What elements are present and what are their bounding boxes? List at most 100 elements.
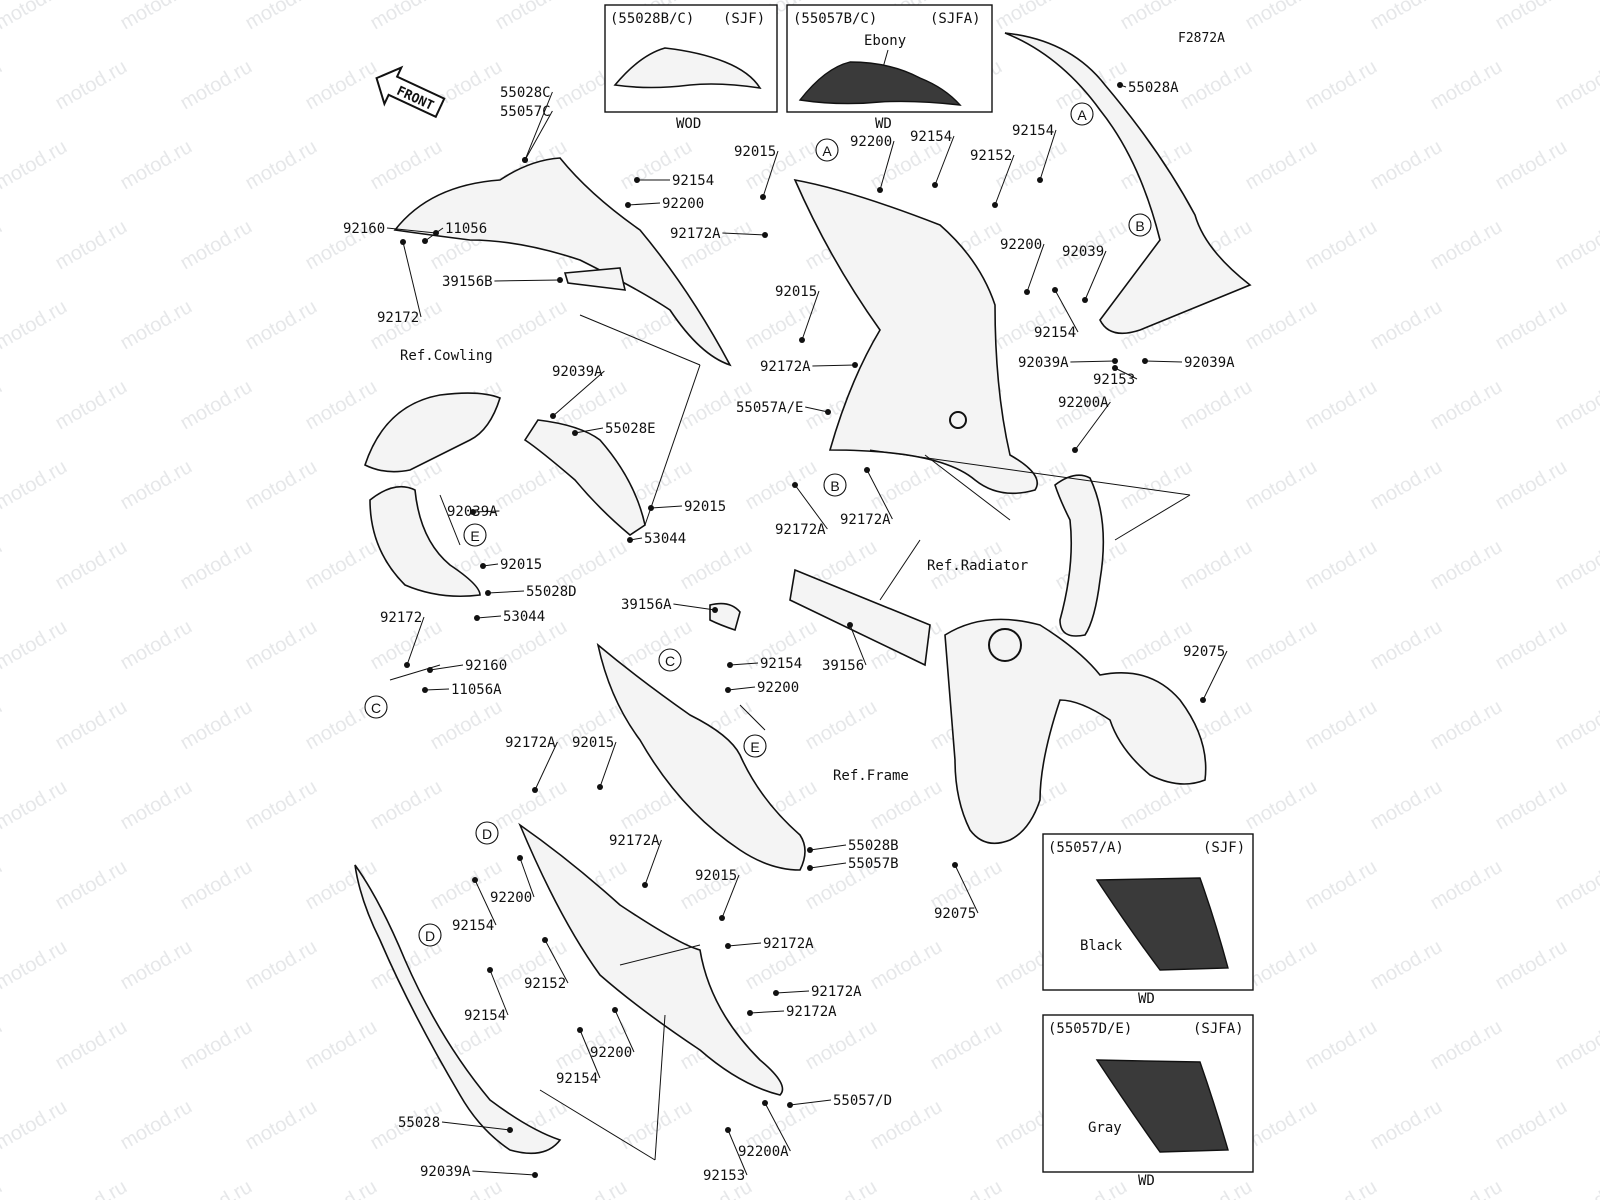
part-number-label: 11056 [445, 221, 487, 237]
fastener-marker [485, 590, 491, 596]
leader-line [775, 990, 810, 994]
reference-marker-circle [475, 821, 499, 845]
part-number-label: 92015 [695, 868, 737, 884]
part-number-label: 92200 [850, 134, 892, 150]
leader-line [954, 864, 979, 914]
fastener-marker [807, 865, 813, 871]
fastener-marker [799, 337, 805, 343]
leader-line [476, 615, 502, 619]
leader-line [424, 688, 450, 691]
watermark-text: motod.ru [0, 216, 6, 275]
reference-marker-circle [823, 473, 847, 497]
watermark-text: motod.ru [992, 136, 1071, 195]
watermark-text: motod.ru [0, 536, 6, 595]
leader-line [721, 874, 740, 919]
watermark-text: motod.ru [1177, 1176, 1256, 1200]
watermark-text: motod.ru [177, 856, 256, 915]
watermark-text: motod.ru [52, 216, 131, 275]
part-number-label: 92039A [552, 364, 603, 380]
fastener-marker [1200, 697, 1206, 703]
part-number-label: 55028D [526, 584, 577, 600]
fastener-marker [627, 537, 633, 543]
leader-line [402, 241, 422, 318]
fastener-marker [612, 1007, 618, 1013]
fastener-marker [1052, 287, 1058, 293]
leader-line [406, 616, 425, 666]
reference-marker-letter: C [665, 653, 675, 669]
part-number-label: 92154 [1012, 123, 1054, 139]
ref-frame-label: Ref.Frame [833, 768, 909, 784]
watermark-text: motod.ru [242, 1096, 321, 1155]
part-number-label: 53044 [503, 609, 545, 625]
fastener-marker [625, 202, 631, 208]
watermark-text: motod.ru [302, 376, 381, 435]
inset-spec: (SJF) [1203, 840, 1245, 856]
part-number-label: 92172A [786, 1004, 837, 1020]
fastener-marker [472, 877, 478, 883]
leader-line [809, 844, 847, 851]
watermark-text: motod.ru [617, 616, 696, 675]
part-number-label: 55028B [848, 838, 899, 854]
leader-line [809, 862, 847, 869]
inset-spec: (SJFA) [930, 11, 981, 27]
watermark-text: motod.ru [117, 1096, 196, 1155]
reference-marker-letter: D [482, 826, 492, 842]
watermark-text: motod.ru [1177, 536, 1256, 595]
part-number-label: 92154 [452, 918, 494, 934]
part-number-label: 92172A [609, 833, 660, 849]
watermark-text: motod.ru [52, 1176, 131, 1200]
watermark-text: motod.ru [867, 936, 946, 995]
watermark-text: motod.ru [242, 616, 321, 675]
part-number-label: 92153 [1093, 372, 1135, 388]
watermark-text: motod.ru [1242, 616, 1321, 675]
fastener-marker [427, 667, 433, 673]
watermark-text: motod.ru [302, 1176, 381, 1200]
watermark-text: motod.ru [1177, 376, 1256, 435]
fastener-marker [557, 277, 563, 283]
watermark-text: motod.ru [1367, 136, 1446, 195]
leader-line [789, 1099, 832, 1106]
watermark-text: motod.ru [242, 0, 321, 34]
fastener-marker [470, 509, 476, 515]
watermark-text: motod.ru [1242, 136, 1321, 195]
leader-line [650, 505, 683, 509]
leader-line [552, 370, 605, 417]
reference-marker-letter: B [1135, 218, 1144, 234]
watermark-text: motod.ru [1117, 0, 1196, 34]
part-number-label: 55057/D [833, 1093, 892, 1109]
part-number-label: 92154 [910, 129, 952, 145]
part-number-label: 39156A [621, 597, 672, 613]
watermark-text: motod.ru [0, 296, 71, 355]
watermark-text: motod.ru [552, 1176, 631, 1200]
leader-line [673, 603, 716, 611]
part-number-label: 92154 [672, 173, 714, 189]
fastener-marker [597, 784, 603, 790]
watermark-text: motod.ru [677, 536, 756, 595]
watermark-text: motod.ru [177, 696, 256, 755]
watermark-text: motod.ru [1367, 456, 1446, 515]
fastener-marker [642, 882, 648, 888]
watermark-text: motod.ru [0, 1016, 6, 1075]
part-number-label: 92154 [464, 1008, 506, 1024]
watermark-text: motod.ru [52, 856, 131, 915]
leader-line [749, 1010, 785, 1014]
right-fairing-55057a [793, 178, 1038, 495]
leader-line [424, 227, 444, 242]
leader-line [386, 227, 437, 234]
leader-line [544, 939, 569, 984]
watermark-text: motod.ru [302, 1016, 381, 1075]
part-number-label: 92172A [505, 735, 556, 751]
part-number-label: 92039A [420, 1164, 471, 1180]
inset-spec: (SJFA) [1193, 1021, 1244, 1037]
part-number-label: 92172 [377, 310, 419, 326]
watermark-text: motod.ru [52, 696, 131, 755]
part-number-label: 92015 [500, 557, 542, 573]
leader-line [1144, 360, 1183, 363]
part-number-label: 92154 [1034, 325, 1076, 341]
leader-line [1074, 401, 1111, 451]
watermark-text: motod.ru [1117, 456, 1196, 515]
reference-marker-letter: E [470, 528, 479, 544]
side-panel-55028a [1004, 32, 1252, 335]
reference-marker-letter: D [425, 928, 435, 944]
watermark-text: motod.ru [177, 1176, 256, 1200]
